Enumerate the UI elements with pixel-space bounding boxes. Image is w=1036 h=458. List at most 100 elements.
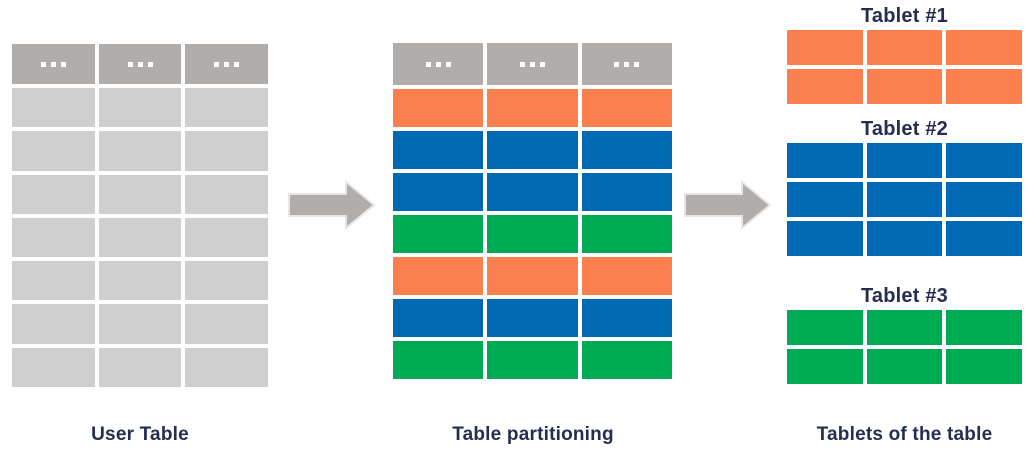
tablets-caption: Tablets of the table bbox=[816, 424, 993, 445]
partitioned-table-header-row bbox=[393, 43, 672, 85]
table-cell bbox=[487, 299, 578, 337]
table-cell bbox=[185, 261, 269, 301]
table-cell bbox=[185, 88, 269, 128]
tablet-1-title: Tablet #1 bbox=[860, 5, 948, 27]
table-cell bbox=[185, 304, 269, 344]
user-table-caption: User Table bbox=[91, 424, 189, 445]
table-cell bbox=[866, 30, 943, 65]
partitioned-table-header-cell bbox=[487, 43, 578, 85]
table-cell bbox=[487, 173, 578, 211]
user-table-header-row bbox=[12, 44, 269, 85]
table-row bbox=[393, 341, 672, 379]
table-cell bbox=[98, 174, 182, 214]
table-cell bbox=[946, 30, 1023, 65]
tablet-3-title: Tablet #3 bbox=[860, 285, 948, 307]
ellipsis-icon bbox=[519, 61, 545, 67]
table-row bbox=[393, 299, 672, 337]
table-cell bbox=[866, 69, 943, 104]
table-cell bbox=[946, 69, 1023, 104]
tablet-1-grid bbox=[787, 30, 1023, 104]
table-row bbox=[787, 221, 1023, 256]
table-cell bbox=[12, 217, 95, 258]
table-cell bbox=[98, 88, 182, 128]
table-row bbox=[12, 174, 269, 214]
table-cell bbox=[866, 349, 943, 384]
table-cell bbox=[946, 310, 1023, 345]
table-cell bbox=[581, 299, 672, 337]
tablet-1: Tablet #1 bbox=[787, 4, 1023, 104]
table-cell bbox=[487, 341, 578, 379]
tablet-2-grid bbox=[787, 143, 1023, 256]
table-cell bbox=[787, 30, 863, 65]
table-cell bbox=[487, 131, 578, 169]
partitioned-table-header-cell bbox=[393, 43, 484, 85]
table-cell bbox=[12, 261, 95, 301]
table-cell bbox=[581, 131, 672, 169]
tablet-2: Tablet #2 bbox=[787, 117, 1023, 256]
tablet-3-grid bbox=[787, 310, 1023, 384]
table-cell bbox=[12, 347, 95, 387]
table-cell bbox=[393, 173, 484, 211]
table-cell bbox=[98, 304, 182, 344]
table-cell bbox=[12, 88, 95, 128]
table-cell bbox=[393, 257, 484, 295]
table-cell bbox=[787, 182, 863, 217]
table-row bbox=[12, 131, 269, 171]
table-row bbox=[12, 88, 269, 128]
table-row bbox=[12, 217, 269, 258]
ellipsis-icon bbox=[127, 61, 153, 67]
table-cell bbox=[393, 341, 484, 379]
table-cell bbox=[185, 217, 269, 258]
table-cell bbox=[98, 347, 182, 387]
table-row bbox=[393, 257, 672, 295]
partitioned-table bbox=[393, 43, 672, 385]
table-cell bbox=[393, 299, 484, 337]
table-cell bbox=[787, 221, 863, 256]
table-row bbox=[12, 347, 269, 387]
table-cell bbox=[487, 215, 578, 253]
tablet-2-title: Tablet #2 bbox=[860, 118, 948, 140]
table-cell bbox=[393, 131, 484, 169]
user-table-header-cell bbox=[185, 44, 269, 85]
table-cell bbox=[866, 221, 943, 256]
arrow-right-icon bbox=[288, 180, 376, 230]
table-partitioning-caption: Table partitioning bbox=[452, 424, 614, 445]
ellipsis-icon bbox=[614, 61, 640, 67]
table-cell bbox=[393, 89, 484, 127]
table-cell bbox=[946, 349, 1023, 384]
table-row bbox=[787, 30, 1023, 65]
ellipsis-icon bbox=[425, 61, 451, 67]
table-row bbox=[393, 89, 672, 127]
table-cell bbox=[581, 257, 672, 295]
table-cell bbox=[12, 174, 95, 214]
table-row bbox=[12, 304, 269, 344]
table-cell bbox=[581, 89, 672, 127]
table-cell bbox=[393, 215, 484, 253]
table-row bbox=[787, 349, 1023, 384]
table-cell bbox=[98, 261, 182, 301]
table-cell bbox=[787, 310, 863, 345]
user-table bbox=[12, 44, 269, 387]
table-cell bbox=[12, 131, 95, 171]
ellipsis-icon bbox=[214, 61, 240, 67]
table-cell bbox=[866, 182, 943, 217]
table-cell bbox=[581, 341, 672, 379]
table-cell bbox=[787, 143, 863, 178]
table-row bbox=[787, 182, 1023, 217]
table-cell bbox=[866, 310, 943, 345]
table-cell bbox=[866, 143, 943, 178]
table-cell bbox=[98, 217, 182, 258]
table-cell bbox=[787, 69, 863, 104]
table-cell bbox=[98, 131, 182, 171]
table-cell bbox=[787, 349, 863, 384]
table-cell bbox=[185, 347, 269, 387]
user-table-header-cell bbox=[12, 44, 95, 85]
table-cell bbox=[946, 182, 1023, 217]
table-cell bbox=[487, 257, 578, 295]
table-cell bbox=[581, 215, 672, 253]
table-cell bbox=[946, 221, 1023, 256]
table-cell bbox=[185, 174, 269, 214]
user-table-header-cell bbox=[98, 44, 182, 85]
table-cell bbox=[12, 304, 95, 344]
